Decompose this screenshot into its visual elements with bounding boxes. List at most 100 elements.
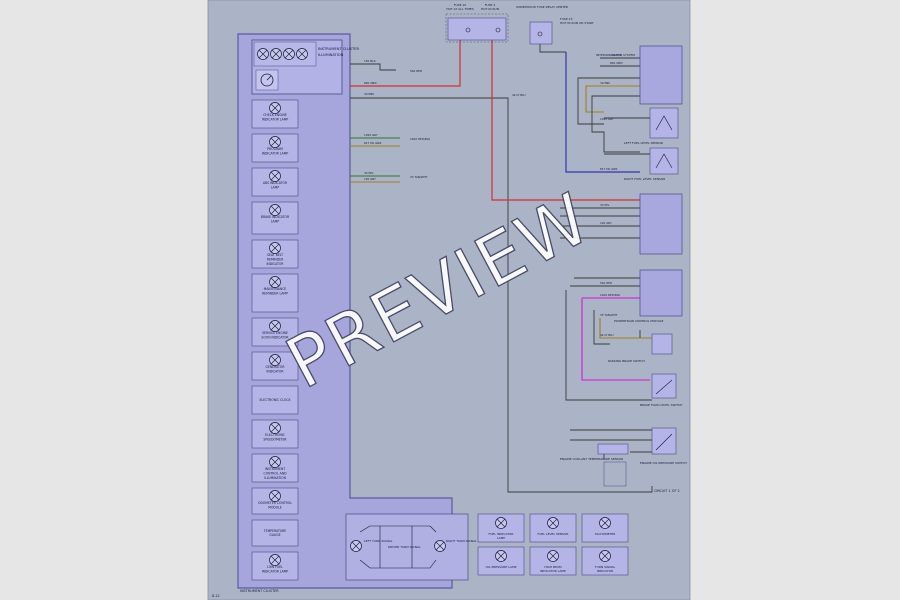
turn-signal-trace [359,559,371,569]
right-module [639,269,683,317]
lamp-filament-icon [548,518,558,528]
gauge-needle-icon [266,75,272,81]
component-label: ILLUMINATION [264,476,286,480]
wire-label: 540 RED [600,281,612,285]
indicator-label: LAMP [497,536,505,540]
component-label: MAINTENANCE [264,287,287,291]
wire-trace [350,40,461,87]
fuel-sensor-box [649,107,679,139]
wire-trace [599,318,652,339]
component-label: INDICATOR [266,262,284,266]
lamp-filament-icon [270,205,280,215]
component-label: SOON INDICATOR [261,335,289,339]
turn-signal-trace [429,559,437,569]
turn-signal-label: DRIVER TURN SIGNAL [388,545,421,549]
wire-trace [581,298,650,381]
right-block-label: RIGHT FUEL LEVEL SENSOR [624,177,665,181]
component-label: ABS INDICATOR [263,181,288,185]
panel-title: INSTRUMENT CLUSTER [318,47,359,51]
turn-signal-module [345,513,469,581]
indicator-label: FUEL INDICATOR [489,532,514,536]
lamp-filament-icon [271,49,281,59]
footer-page-code: 8-12 [212,594,220,598]
fuse-label: HOT IN RUN OR START [560,21,594,25]
fuse-block-border [445,13,509,43]
lamp-filament-icon [270,137,280,147]
lamp-filament-icon [270,355,280,365]
footer-left-caption: INSTRUMENT CLUSTER [240,589,279,593]
right-block-label: PARKING BRAKE SWITCH [608,359,645,363]
component-label: CHECK ENGINE [263,113,287,117]
lamp-filament-icon [600,551,610,561]
lamp-filament-icon [435,541,445,551]
sensor-symbol-icon [655,153,673,169]
indicator-label: OIL PRESSURE LAMP [486,565,517,569]
right-block-label: ENGINE OIL PRESSURE SWITCH [640,461,687,465]
component-label: LAMP [271,185,280,189]
lamp-filament-icon [270,457,280,467]
fuse-label: FUSE 23 [560,17,573,21]
turn-signal-label: LEFT TURN SIGNAL [364,539,393,543]
component-label: SERVICE ENGINE [262,331,288,335]
switch-box [651,373,677,399]
right-module [639,45,683,105]
wire-trace [593,310,610,345]
connector-block [597,443,629,455]
component-label: LOW FUEL [267,565,283,569]
wire-label: 39 PNK [364,92,374,96]
component-label: REMINDER [267,257,284,261]
component-label: ELECTRONIC CLOCK [259,398,291,402]
fuse-label: HOT IN RUN [481,7,499,11]
wire-label: 150 BLK [610,53,622,57]
component-label: REMINDER LAMP [262,291,288,295]
fuse-block [529,21,553,45]
lamp-filament-icon [548,551,558,561]
component-box [251,419,299,449]
lamp-filament-icon [258,49,268,59]
wire-label: 540 RED [410,69,422,73]
wire-label: 33 TAN/WHT [410,175,428,179]
wire-label: 150 BLK [364,59,376,63]
component-label: ELECTRONIC [265,433,285,437]
switch-box [651,427,677,455]
wire-label: 817 DK GRN [364,141,381,145]
indicator-label: INDICATOR [597,569,614,573]
component-label: INDICATOR LAMP [262,151,289,155]
wire-label: 1050 GRY [364,133,378,137]
wire-label: 39 PNK [600,81,610,85]
turn-signal-trace [429,525,437,533]
turn-signal-label: RIGHT TURN SIGNAL [446,539,477,543]
fuse-caption: UNDERHOOD FUSE RELAY CENTER [516,5,568,9]
footer-right-caption: CIRCUIT 1 OF 2 [654,489,680,493]
fuse-block [447,17,507,41]
lamp-filament-icon [600,518,610,528]
turn-signal-trace [359,525,371,533]
wire-label: 840 ORN [610,61,622,65]
wire-label: 1400 RED/BLK [410,137,430,141]
component-label: CONTROL AND [264,471,288,475]
component-label: INDICATOR [266,369,284,373]
switch-symbol-icon [655,379,673,395]
component-label: INDICATOR LAMP [262,117,289,121]
indicator-label: HIGH BEAM [544,565,562,569]
right-module [639,193,683,255]
lamp-filament-icon [297,49,307,59]
component-box [251,385,299,415]
wire-label: 817 DK GRN [600,167,617,171]
component-label: INSTRUMENT [265,467,285,471]
lamp-filament-icon [270,423,280,433]
connector-icon [537,31,543,37]
switch-symbol-icon [655,433,673,451]
right-block-label: ENGINE COOLANT TEMPERATURE SENSOR [560,457,623,461]
wire-label: 30 PPL [364,171,374,175]
connector-icon [495,27,501,33]
component-label: MODULE [268,505,281,509]
wire-trace [350,63,396,71]
right-block-label: BRAKE FLUID LEVEL SWITCH [640,403,682,407]
splice-box [603,461,627,487]
component-label: GAUGE [269,533,280,537]
lamp-filament-icon [496,551,506,561]
indicator-label: INDICATOR LAMP [540,569,566,573]
